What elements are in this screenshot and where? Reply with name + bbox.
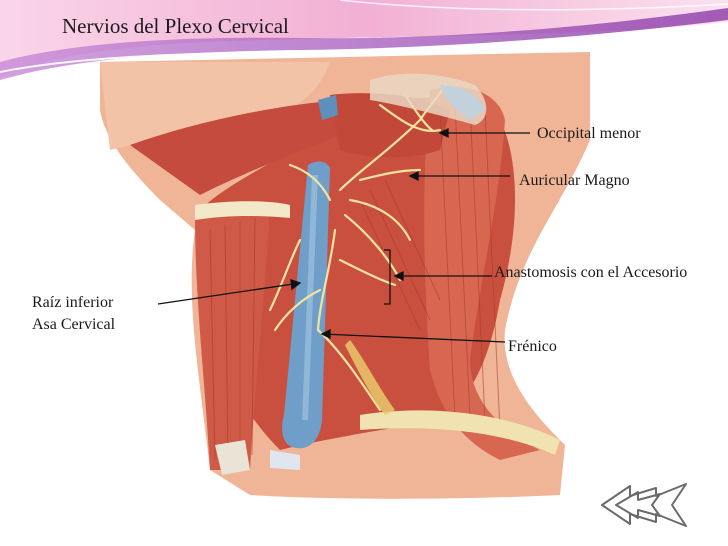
slide-title: Nervios del Plexo Cervical <box>62 14 289 38</box>
label-frenico: Frénico <box>508 338 557 355</box>
header-banner <box>0 0 728 80</box>
double-arrow-left-icon[interactable] <box>598 480 694 530</box>
anatomy-drawing <box>100 52 590 499</box>
label-auricular-magno: Auricular Magno <box>519 172 630 189</box>
label-occipital-menor: Occipital menor <box>537 125 641 142</box>
label-raiz-inferior: Raíz inferior <box>32 294 114 311</box>
label-asa-cervical: Asa Cervical <box>32 316 116 333</box>
label-anastomosis-accesorio: Anastomosis con el Accesorio <box>494 264 688 281</box>
